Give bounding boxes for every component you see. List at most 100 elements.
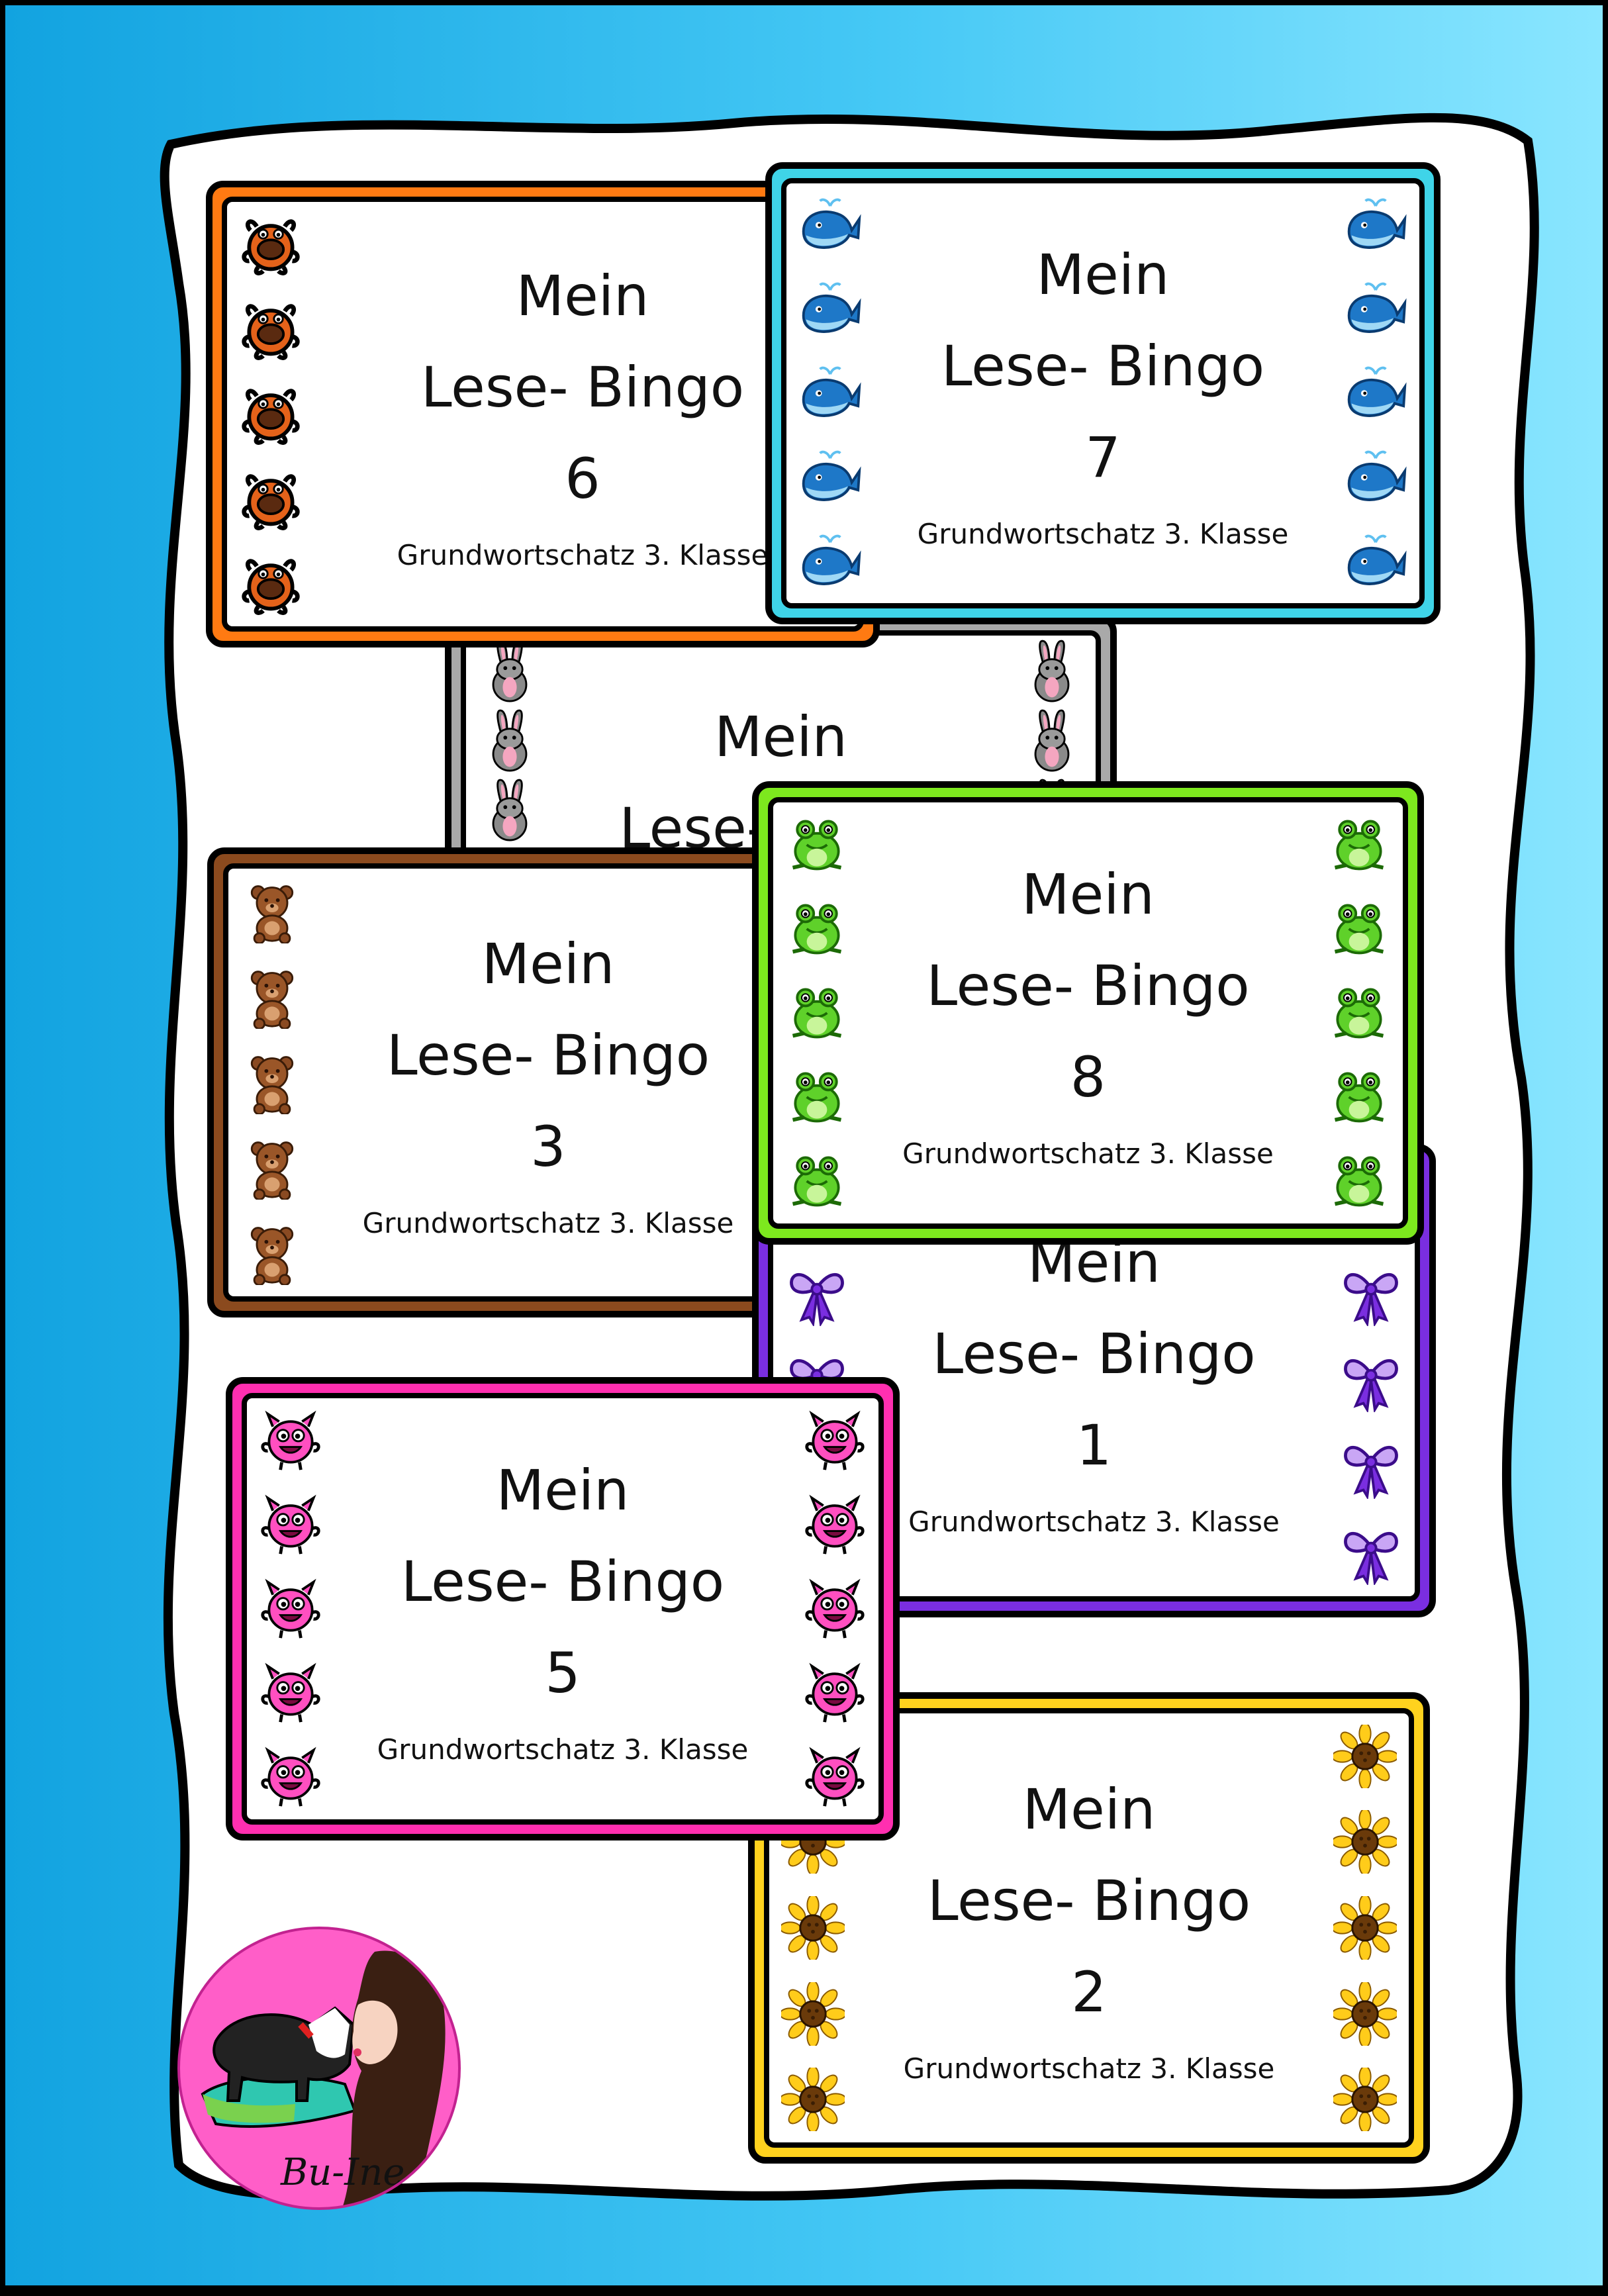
monster-bug-icon [239, 467, 303, 531]
card-number: 2 [1071, 1960, 1107, 2025]
frog-icon [785, 981, 849, 1045]
bingo-card-whale: Mein Lese- Bingo 7 Grundwortschatz 3. Kl… [765, 162, 1441, 624]
card-footer: Grundwortschatz 3. Klasse [362, 1207, 734, 1239]
card-subtitle: Lese- Bingo [926, 953, 1250, 1018]
card-number: 3 [530, 1114, 566, 1179]
pink-monster-icon [259, 1493, 322, 1556]
icon-column-left [790, 183, 870, 603]
teddy-bear-icon [240, 1136, 304, 1200]
bow-icon [1339, 1349, 1403, 1413]
pink-monster-icon [803, 1577, 867, 1641]
bunny-icon [1020, 708, 1084, 772]
icon-column-left [231, 202, 310, 626]
icon-column-right [1325, 1713, 1405, 2142]
pink-monster-icon [803, 1661, 867, 1725]
card-footer: Grundwortschatz 3. Klasse [903, 2052, 1275, 2085]
card-number: 8 [1070, 1045, 1106, 1110]
pink-monster-icon [259, 1577, 322, 1641]
icon-column-right [1319, 802, 1399, 1223]
pink-monster-icon [803, 1493, 867, 1556]
card-text: Mein Lese- Bingo 7 Grundwortschatz 3. Kl… [879, 183, 1327, 603]
card-subtitle: Lese- Bingo [401, 1549, 725, 1614]
sunflower-icon [1333, 2068, 1397, 2132]
icon-column-left [232, 869, 312, 1296]
monster-bug-icon [239, 552, 303, 616]
icon-column-right [795, 1398, 875, 1819]
pink-monster-icon [259, 1745, 322, 1809]
sunflower-icon [781, 1895, 845, 1960]
sunflower-icon [1333, 1895, 1397, 1960]
icon-column-left [251, 1398, 330, 1819]
card-title: Mein [516, 263, 649, 328]
sunflower-icon [781, 2068, 845, 2132]
card-title: Mein [1036, 242, 1170, 307]
bunny-icon [478, 639, 542, 702]
whale-icon [798, 530, 862, 593]
card-title: Mein [714, 704, 847, 769]
card-footer: Grundwortschatz 3. Klasse [917, 518, 1289, 550]
card-footer: Grundwortschatz 3. Klasse [377, 1733, 749, 1766]
sunflower-icon [781, 1982, 845, 2046]
card-subtitle: Lese- Bingo [927, 1868, 1251, 1933]
bow-icon [1339, 1263, 1403, 1327]
pink-monster-icon [259, 1409, 322, 1472]
bu-ine-logo: Bu-Ine [177, 1927, 461, 2210]
frog-icon [785, 813, 849, 877]
card-title: Mein [1021, 862, 1155, 927]
card-text: Mein Lese- Bingo 3 Grundwortschatz 3. Kl… [321, 869, 775, 1296]
card-subtitle: Lese- Bingo [386, 1023, 710, 1088]
frog-icon [785, 1065, 849, 1129]
sunflower-icon [1333, 1724, 1397, 1788]
teddy-bear-icon [240, 1221, 304, 1286]
card-number: 6 [565, 446, 600, 511]
teddy-bear-icon [240, 880, 304, 943]
bingo-card-sunflower: Mein Lese- Bingo 2 Grundwortschatz 3. Kl… [748, 1692, 1430, 2164]
card-footer: Grundwortschatz 3. Klasse [908, 1505, 1280, 1538]
whale-icon [1344, 446, 1407, 509]
pink-monster-icon [803, 1409, 867, 1472]
monster-bug-icon [239, 297, 303, 361]
logo-text: Bu-Ine [280, 2151, 404, 2194]
card-number: 7 [1085, 425, 1121, 490]
bow-icon [1339, 1521, 1403, 1585]
teddy-bear-icon [240, 965, 304, 1029]
card-text: Mein Lese- Bingo 5 Grundwortschatz 3. Kl… [340, 1398, 786, 1819]
whale-icon [798, 193, 862, 257]
whale-icon [1344, 361, 1407, 425]
bunny-icon [478, 708, 542, 772]
whale-icon [798, 446, 862, 509]
card-subtitle: Lese- Bingo [932, 1321, 1256, 1386]
icon-column-left [777, 802, 857, 1223]
whale-icon [1344, 530, 1407, 593]
card-text: Mein Lese- Bingo 8 Grundwortschatz 3. Kl… [866, 802, 1310, 1223]
frog-icon [1327, 1065, 1391, 1129]
pink-monster-icon [259, 1661, 322, 1725]
card-number: 5 [545, 1641, 581, 1705]
whale-icon [1344, 277, 1407, 341]
card-panel: Mein Lese- Bingo 2 Grundwortschatz 3. Kl… [764, 1708, 1414, 2148]
frog-icon [785, 1149, 849, 1213]
card-title: Mein [481, 932, 615, 996]
frog-icon [1327, 981, 1391, 1045]
sunflower-icon [1333, 1982, 1397, 2046]
teddy-bear-icon [240, 1051, 304, 1114]
bow-icon [785, 1263, 849, 1327]
card-footer: Grundwortschatz 3. Klasse [902, 1137, 1274, 1170]
card-footer: Grundwortschatz 3. Klasse [397, 538, 769, 571]
whale-icon [798, 277, 862, 341]
bunny-icon [478, 778, 542, 841]
pink-monster-icon [803, 1745, 867, 1809]
whale-icon [1344, 193, 1407, 257]
bingo-card-pink-monster: Mein Lese- Bingo 5 Grundwortschatz 3. Kl… [226, 1377, 900, 1841]
card-panel: Mein Lese- Bingo 7 Grundwortschatz 3. Kl… [781, 178, 1425, 608]
frog-icon [1327, 1149, 1391, 1213]
monster-bug-icon [239, 213, 303, 276]
sunflower-icon [1333, 1810, 1397, 1874]
card-panel: Mein Lese- Bingo 8 Grundwortschatz 3. Kl… [768, 797, 1408, 1229]
card-text: Mein Lese- Bingo 2 Grundwortschatz 3. Kl… [862, 1713, 1316, 2142]
frog-icon [1327, 813, 1391, 877]
card-panel: Mein Lese- Bingo 6 Grundwortschatz 3. Kl… [222, 197, 864, 632]
icon-column-right [1336, 183, 1415, 603]
card-title: Mein [1022, 1777, 1156, 1842]
